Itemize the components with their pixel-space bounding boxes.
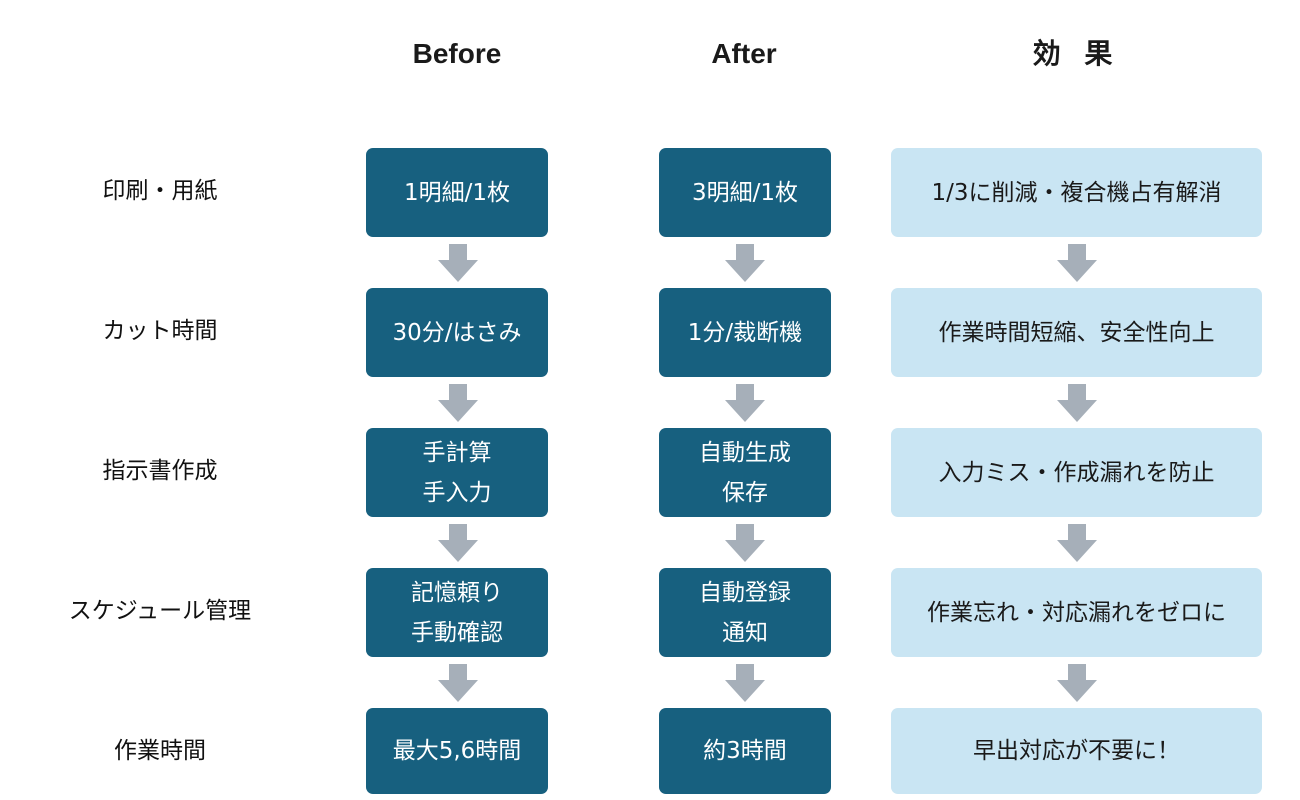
after-text-line: 自動生成 bbox=[699, 439, 791, 466]
effect-box-cut-time: 作業時間短縮、安全性向上 bbox=[891, 288, 1262, 377]
effect-text: 1/3に削減・複合機占有解消 bbox=[931, 179, 1222, 206]
effect-text: 入力ミス・作成漏れを防止 bbox=[938, 459, 1215, 486]
after-text-line: 通知 bbox=[722, 619, 768, 646]
down-arrow-icon bbox=[1057, 664, 1097, 702]
before-text-line: 記憶頼り bbox=[411, 579, 503, 606]
before-text-line: 手計算 bbox=[422, 439, 492, 466]
after-text-line: 1分/裁断機 bbox=[687, 319, 803, 346]
before-box-schedule-management: 記憶頼り 手動確認 bbox=[366, 568, 548, 657]
down-arrow-icon bbox=[1057, 524, 1097, 562]
row-label-cut-time: カット時間 bbox=[102, 318, 218, 344]
down-arrow-icon bbox=[438, 244, 478, 282]
after-text-line: 自動登録 bbox=[699, 579, 791, 606]
before-box-work-time: 最大5,6時間 bbox=[366, 708, 548, 794]
before-text-line: 30分/はさみ bbox=[392, 319, 522, 346]
down-arrow-icon bbox=[725, 524, 765, 562]
before-text-line: 1明細/1枚 bbox=[403, 179, 510, 206]
row-label-schedule-management: スケジュール管理 bbox=[68, 598, 252, 624]
header-before: Before bbox=[412, 38, 502, 69]
header-after: After bbox=[711, 38, 777, 69]
effect-text: 作業忘れ・対応漏れをゼロに bbox=[927, 599, 1226, 626]
down-arrow-icon bbox=[725, 664, 765, 702]
down-arrow-icon bbox=[438, 384, 478, 422]
after-text-line: 3明細/1枚 bbox=[691, 179, 798, 206]
before-box-instruction-creation: 手計算 手入力 bbox=[366, 428, 548, 517]
effect-box-schedule-management: 作業忘れ・対応漏れをゼロに bbox=[891, 568, 1262, 657]
down-arrow-icon bbox=[725, 244, 765, 282]
effect-text: 作業時間短縮、安全性向上 bbox=[938, 319, 1215, 346]
before-text-line: 手入力 bbox=[422, 479, 492, 506]
down-arrow-icon bbox=[438, 664, 478, 702]
after-box-schedule-management: 自動登録 通知 bbox=[659, 568, 831, 657]
before-box-cut-time: 30分/はさみ bbox=[366, 288, 548, 377]
effect-box-print-paper: 1/3に削減・複合機占有解消 bbox=[891, 148, 1262, 237]
row-label-instruction-creation: 指示書作成 bbox=[102, 458, 218, 484]
before-text-line: 最大5,6時間 bbox=[392, 738, 522, 764]
effect-box-work-time: 早出対応が不要に！ bbox=[891, 708, 1262, 794]
row-label-work-time: 作業時間 bbox=[114, 738, 206, 764]
after-text-line: 保存 bbox=[722, 479, 768, 506]
down-arrow-icon bbox=[725, 384, 765, 422]
after-box-work-time: 約3時間 bbox=[659, 708, 831, 794]
header-effect: 効 果 bbox=[1032, 38, 1121, 69]
before-box-print-paper: 1明細/1枚 bbox=[366, 148, 548, 237]
down-arrow-icon bbox=[438, 524, 478, 562]
after-box-instruction-creation: 自動生成 保存 bbox=[659, 428, 831, 517]
down-arrow-icon bbox=[1057, 384, 1097, 422]
before-text-line: 手動確認 bbox=[411, 619, 503, 646]
after-box-print-paper: 3明細/1枚 bbox=[659, 148, 831, 237]
effect-text: 早出対応が不要に！ bbox=[973, 738, 1180, 764]
down-arrow-icon bbox=[1057, 244, 1097, 282]
effect-box-instruction-creation: 入力ミス・作成漏れを防止 bbox=[891, 428, 1262, 517]
after-box-cut-time: 1分/裁断機 bbox=[659, 288, 831, 377]
after-text-line: 約3時間 bbox=[703, 738, 787, 764]
row-label-print-paper: 印刷・用紙 bbox=[102, 178, 218, 204]
